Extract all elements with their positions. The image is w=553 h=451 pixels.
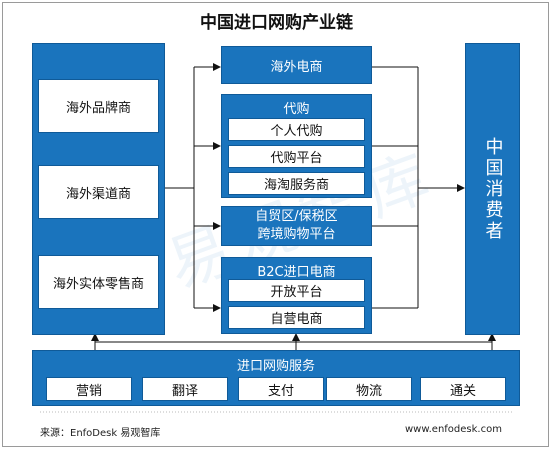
daigou-item-personal: 个人代购 <box>228 118 365 141</box>
diagram-title: 中国进口网购产业链 <box>200 13 353 33</box>
service-customs: 通关 <box>420 377 506 401</box>
daigou-item-platform: 代购平台 <box>228 145 365 168</box>
service-marketing: 营销 <box>46 377 132 401</box>
daigou-header: 代购 <box>283 102 310 117</box>
ftz-line2: 跨境购物平台 <box>257 227 336 242</box>
services-header: 进口网购服务 <box>236 359 315 374</box>
overseas-channel-tile: 海外渠道商 <box>38 165 159 219</box>
footer-source: 来源：EnfoDesk 易观智库 <box>40 428 161 439</box>
b2c-header: B2C进口电商 <box>257 265 336 280</box>
ftz-box: 自贸区/保税区 跨境购物平台 <box>221 206 372 246</box>
service-logistics: 物流 <box>326 377 412 401</box>
b2c-item-open-platform: 开放平台 <box>228 279 365 302</box>
overseas-brand-tile: 海外品牌商 <box>38 79 159 133</box>
china-consumers-box: 中国消费者 <box>465 43 520 335</box>
footer-url: www.enfodesk.com <box>405 424 502 435</box>
service-translation: 翻译 <box>142 377 228 401</box>
b2c-item-self-operated: 自营电商 <box>228 306 365 329</box>
ftz-line1: 自贸区/保税区 <box>255 209 338 224</box>
overseas-retailer-tile: 海外实体零售商 <box>38 255 159 309</box>
daigou-item-service: 海淘服务商 <box>228 172 365 195</box>
service-payment: 支付 <box>238 377 324 401</box>
overseas-ecommerce-box: 海外电商 <box>221 46 372 84</box>
